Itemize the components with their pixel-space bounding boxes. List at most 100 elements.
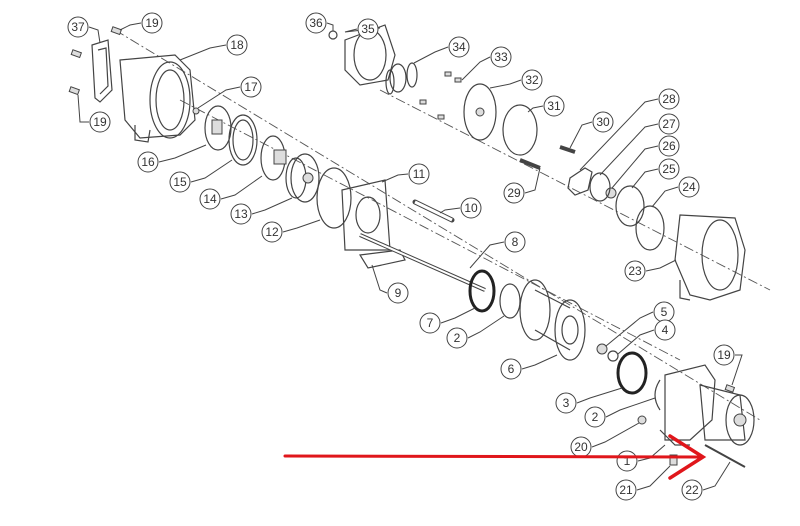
part-29-bolt <box>519 158 541 170</box>
svg-text:14: 14 <box>203 192 217 206</box>
part-17-spacer <box>192 107 200 115</box>
callout-11: 11 <box>408 163 430 185</box>
svg-text:19: 19 <box>145 16 159 30</box>
red-annotation-arrow <box>283 434 707 480</box>
callout-34: 34 <box>448 36 470 58</box>
callout-7: 7 <box>419 312 441 334</box>
part-30-pin <box>559 145 576 154</box>
callout-25: 25 <box>658 158 680 180</box>
svg-text:32: 32 <box>525 73 539 87</box>
part-10-rod <box>412 199 455 223</box>
callout-13: 13 <box>230 203 252 225</box>
callout-19: 19 <box>89 111 111 133</box>
svg-text:16: 16 <box>141 155 155 169</box>
callout-21: 21 <box>615 479 637 501</box>
callout-9: 9 <box>387 282 409 304</box>
part-27-disc <box>589 172 611 202</box>
svg-text:36: 36 <box>309 16 323 30</box>
svg-text:33: 33 <box>494 50 508 64</box>
svg-text:5: 5 <box>661 305 668 319</box>
svg-text:20: 20 <box>574 440 588 454</box>
callout-16: 16 <box>137 151 159 173</box>
callout-27: 27 <box>658 113 680 135</box>
part-1-motor-housing <box>659 364 755 446</box>
svg-text:29: 29 <box>507 186 521 200</box>
svg-text:19: 19 <box>717 348 731 362</box>
callout-3: 3 <box>555 392 577 414</box>
part-5-nut <box>596 343 608 355</box>
part-9-tie-bar <box>359 249 406 269</box>
callout-23: 23 <box>624 260 646 282</box>
part-19-bolts-left <box>68 26 123 96</box>
svg-text:13: 13 <box>234 207 248 221</box>
callout-33: 33 <box>490 46 512 68</box>
svg-text:28: 28 <box>662 92 676 106</box>
callout-10: 10 <box>460 197 482 219</box>
svg-text:12: 12 <box>265 225 279 239</box>
callout-37: 37 <box>67 16 89 38</box>
callout-14: 14 <box>199 188 221 210</box>
part-16-carrier <box>204 105 232 151</box>
svg-text:2: 2 <box>592 410 599 424</box>
callout-17: 17 <box>240 76 262 98</box>
part-18-gear-housing <box>119 54 196 143</box>
callout-19: 19 <box>141 12 163 34</box>
callout-35: 35 <box>357 18 379 40</box>
part-15-ring-gear <box>228 114 258 166</box>
part-8-shaft <box>359 233 486 292</box>
assembly-axis-lines <box>114 29 771 421</box>
svg-text:19: 19 <box>93 115 107 129</box>
svg-text:6: 6 <box>508 362 515 376</box>
callout-2: 2 <box>584 406 606 428</box>
svg-text:22: 22 <box>685 483 699 497</box>
callout-19: 19 <box>713 344 735 366</box>
svg-text:9: 9 <box>395 286 402 300</box>
svg-text:25: 25 <box>662 162 676 176</box>
callout-18: 18 <box>226 34 248 56</box>
part-6-drum <box>519 279 586 361</box>
part-25-sun-gear <box>615 185 645 227</box>
callout-36: 36 <box>305 12 327 34</box>
callout-26: 26 <box>658 135 680 157</box>
svg-text:15: 15 <box>173 175 187 189</box>
callout-28: 28 <box>658 88 680 110</box>
svg-text:37: 37 <box>71 20 85 34</box>
part-3-seal-ring <box>616 351 648 395</box>
part-33-screws <box>419 71 462 120</box>
callout-30: 30 <box>592 111 614 133</box>
svg-text:2: 2 <box>454 331 461 345</box>
part-24-plate <box>635 205 665 251</box>
part-22-long-rod <box>704 444 746 468</box>
svg-text:3: 3 <box>563 396 570 410</box>
svg-text:7: 7 <box>427 316 434 330</box>
part-19-bolt-right <box>724 384 736 393</box>
callout-4: 4 <box>654 319 676 341</box>
callout-5: 5 <box>653 301 675 323</box>
part-34-brake-plates <box>385 62 418 95</box>
svg-text:21: 21 <box>619 483 633 497</box>
callout-12: 12 <box>261 221 283 243</box>
svg-text:30: 30 <box>596 115 610 129</box>
part-23-gear-housing-right <box>674 214 746 301</box>
svg-text:11: 11 <box>413 167 426 181</box>
svg-text:18: 18 <box>230 38 244 52</box>
callout-6: 6 <box>500 358 522 380</box>
callout-31: 31 <box>543 95 565 117</box>
callout-22: 22 <box>681 479 703 501</box>
svg-text:17: 17 <box>244 80 258 94</box>
callout-24: 24 <box>678 176 700 198</box>
callout-29: 29 <box>503 182 525 204</box>
part-37-end-bracket <box>91 39 113 103</box>
callout-1: 1 <box>616 450 638 472</box>
callout-2: 2 <box>446 327 468 349</box>
svg-text:24: 24 <box>682 180 696 194</box>
svg-text:23: 23 <box>628 264 642 278</box>
part-13-planetary-carrier <box>285 153 320 203</box>
svg-text:27: 27 <box>662 117 676 131</box>
svg-text:34: 34 <box>452 40 466 54</box>
part-7-seal-ring <box>468 269 496 313</box>
part-2-bushing <box>499 283 521 319</box>
part-28-gasket <box>567 167 593 196</box>
part-12-o-ring <box>316 167 352 229</box>
